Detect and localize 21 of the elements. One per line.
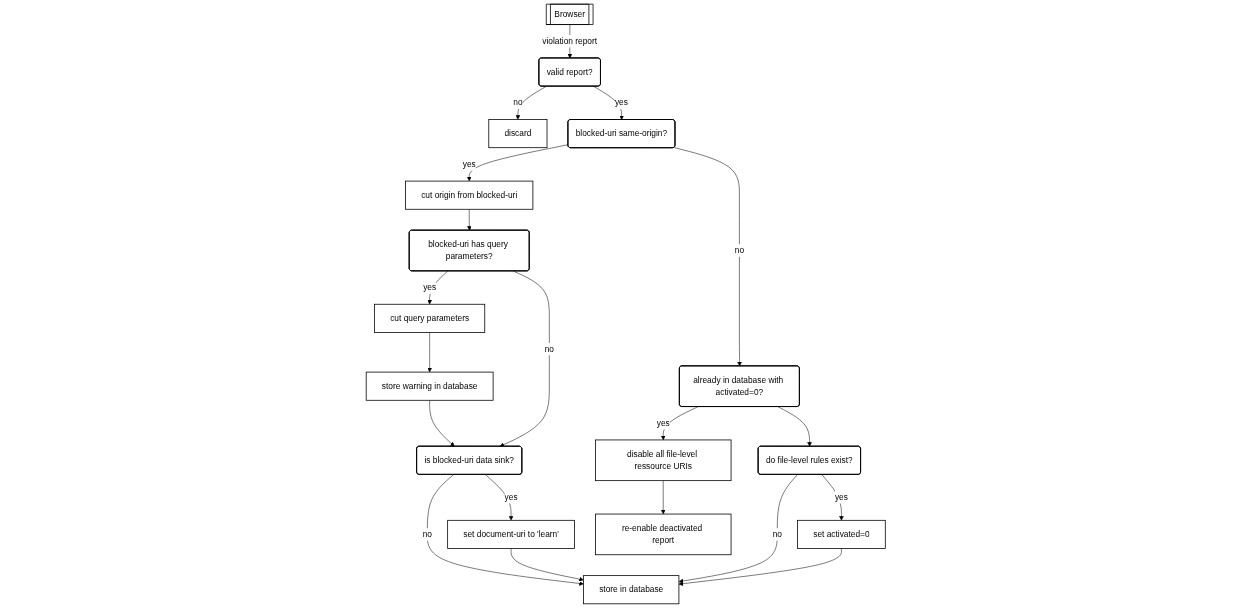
edge-label: yes [835,492,849,502]
edge-label: yes [423,282,437,292]
edge-label: no [513,98,523,107]
edge-label: no [422,529,433,539]
node-box: cut query parameters [374,303,486,333]
edge-label: no [544,344,555,354]
node-box: cut origin from blocked-uri [405,180,534,210]
node-box: set document-uri to 'learn' [447,519,576,549]
node-box: discard [488,119,548,149]
edge-label: yes [462,159,476,169]
edge-label: yes [615,98,629,107]
edge-label: yes [657,418,670,428]
node-box: store warning in database [366,371,494,401]
node-box: store in database [583,575,680,605]
node-box: disable all file-level ressource URIs [595,439,732,482]
edge-label: no [772,529,783,539]
node-box: set activated=0 [797,519,886,549]
edge-label: no [735,245,745,255]
node-box: re-enable deactivated report [595,513,732,556]
edge-label: yes [504,492,518,502]
edge-label: violation report [542,36,598,46]
